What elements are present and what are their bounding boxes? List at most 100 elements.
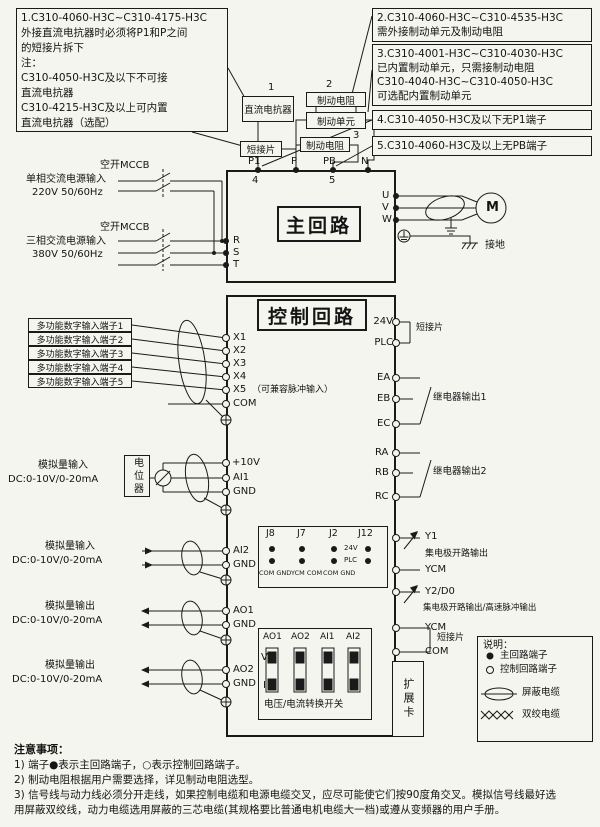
note-5: 5.C310-4060-H3C及以上无PB端子 [372, 136, 592, 156]
ground-label: 接地 [485, 240, 505, 251]
jumper-block-box [258, 526, 388, 588]
note-line: 已内置制动单元，只需接制动电阻 [377, 62, 535, 74]
arrow-icon [410, 585, 418, 594]
arrow-icon [141, 680, 149, 688]
control-circuit-title: 控制回路 [267, 305, 356, 328]
analog-range: DC:0-10V/0-20mA [8, 474, 99, 485]
relay-contact-1 [399, 377, 432, 425]
24v-plc-short-bar [399, 321, 411, 344]
note-line: 的短接片拆下 [21, 42, 84, 54]
terminal-pb: PB [323, 156, 336, 167]
note-line: C310-4215-H3C及以上可内置 [21, 102, 168, 114]
terminal-gnd: GND [233, 678, 256, 689]
ai2-wires [142, 540, 227, 581]
terminal-y1: Y1 [425, 531, 438, 542]
jumper-j7: J7 [297, 528, 306, 539]
relay1-label: 继电器输出1 [433, 392, 487, 403]
terminal-t: T [233, 259, 240, 270]
potentiometer-symbol [154, 469, 172, 487]
jumper-foot-label: COM GND [259, 569, 292, 577]
legend-main-terminal: 主回路端子 [500, 650, 548, 661]
arrow-icon [141, 666, 149, 674]
note-line: 1.C310-4060-H3C~C310-4175-H3C [21, 12, 207, 24]
digital-input-label: 多功能数字输入端子1 [36, 321, 124, 332]
footnotes-title: 注意事项： [14, 743, 69, 756]
digital-input-3-box: 多功能数字输入端子3 [28, 346, 132, 360]
callout-num-4: 4 [252, 175, 259, 186]
terminal-gnd: GND [233, 619, 256, 630]
terminal-gnd: GND [233, 559, 256, 570]
potentiometer-wires [150, 453, 227, 511]
terminal-gnd: GND [233, 486, 256, 497]
callout-num-3: 3 [353, 130, 360, 141]
terminal-ao1: AO1 [233, 605, 254, 616]
short-bar-a-label: 短接片 [416, 323, 444, 333]
analog-range: DC:0-10V/0-20mA [12, 555, 103, 566]
vi-header-ai1: AI1 [320, 632, 335, 642]
motor-label: M [486, 200, 499, 215]
single-phase-label: 单相交流电源输入 [26, 174, 106, 185]
terminal-s: S [233, 247, 240, 258]
mccb-b-label: 空开MCCB [100, 222, 150, 233]
single-phase-wires [118, 169, 224, 255]
open-collector-y2 [399, 586, 420, 604]
vi-i-label: I [263, 680, 266, 691]
terminal-ea: EA [377, 372, 391, 383]
analog-range: DC:0-10V/0-20mA [12, 615, 103, 626]
digital-input-label: 多功能数字输入端子3 [36, 349, 124, 360]
note-line: 可选配内置制动单元 [377, 90, 472, 102]
jumper-j12: J12 [358, 528, 373, 539]
footnote-line: 2) 制动电阻根据用户需要选择，详见制动电阻选型。 [14, 774, 260, 786]
analog-out-label: 模拟量输出 [45, 660, 95, 671]
footnote-line: 1) 端子●表示主回路端子，○表示控制回路端子。 [14, 759, 246, 771]
shield-cable-symbol [181, 600, 203, 636]
brake-unit-box: 制动单元 [306, 112, 366, 129]
terminal-y2-d0: Y2/D0 [425, 586, 455, 597]
arrow-icon [410, 531, 418, 540]
terminal-plc: PLC [374, 337, 393, 348]
note-3: 3.C310-4001-H3C~C310-4030-H3C 已内置制动单元，只需… [372, 44, 592, 106]
jumper-foot-label: YCM COM [291, 569, 323, 577]
terminal-ycm: YCM [425, 622, 447, 633]
vi-header-ao1: AO1 [263, 632, 282, 642]
note-4: 4.C310-4050-H3C及以下无P1端子 [372, 110, 592, 130]
jumper-j12-bot-label: PLC [344, 556, 358, 564]
terminal-r: R [233, 235, 240, 246]
dc-reactor-box: 直流电抗器 [242, 96, 294, 122]
terminal-x5: X5 [233, 384, 247, 395]
terminal-v: V [382, 202, 389, 213]
jumper-j2: J2 [329, 528, 338, 539]
pe-and-ground [397, 229, 478, 250]
digital-input-wires [131, 319, 227, 421]
vi-header-ai2: AI2 [346, 632, 361, 642]
terminal-24v: 24V [373, 316, 393, 327]
three-phase-label: 三相交流电源输入 [26, 236, 106, 247]
brake-resistor-box-right: 制动电阻 [300, 137, 350, 152]
digital-input-5-box: 多功能数字输入端子5 [28, 374, 132, 388]
short-bar-box: 短接片 [240, 141, 282, 157]
shield-ground-symbol [445, 218, 457, 235]
callout-num-1: 1 [268, 82, 275, 93]
relay2-label: 继电器输出2 [433, 466, 487, 477]
ao2-wires [141, 659, 227, 703]
terminal-x2: X2 [233, 345, 247, 356]
potentiometer-label: 电位器 [131, 456, 143, 496]
note-line: 5.C310-4060-H3C及以上无PB端子 [377, 140, 548, 152]
note-line: 注： [21, 57, 42, 69]
potentiometer-box: 电位器 [124, 455, 150, 497]
brake-unit-label: 制动单元 [316, 116, 355, 128]
x5-note: （可兼容脉冲输入） [252, 385, 334, 395]
terminal-p1: P1 [248, 156, 261, 167]
mccb-a-label: 空开MCCB [100, 160, 150, 171]
analog-out-label: 模拟量输出 [45, 601, 95, 612]
arrow-icon [145, 561, 153, 569]
twisted-cable-symbol [177, 319, 207, 405]
arrow-icon [141, 621, 149, 629]
terminal-x3: X3 [233, 358, 247, 369]
digital-input-label: 多功能数字输入端子4 [36, 363, 124, 374]
note-line: 直流电抗器 [21, 87, 74, 99]
digital-input-label: 多功能数字输入端子2 [36, 335, 124, 346]
terminal-ao2: AO2 [233, 664, 254, 675]
terminal-com: COM [233, 398, 257, 409]
